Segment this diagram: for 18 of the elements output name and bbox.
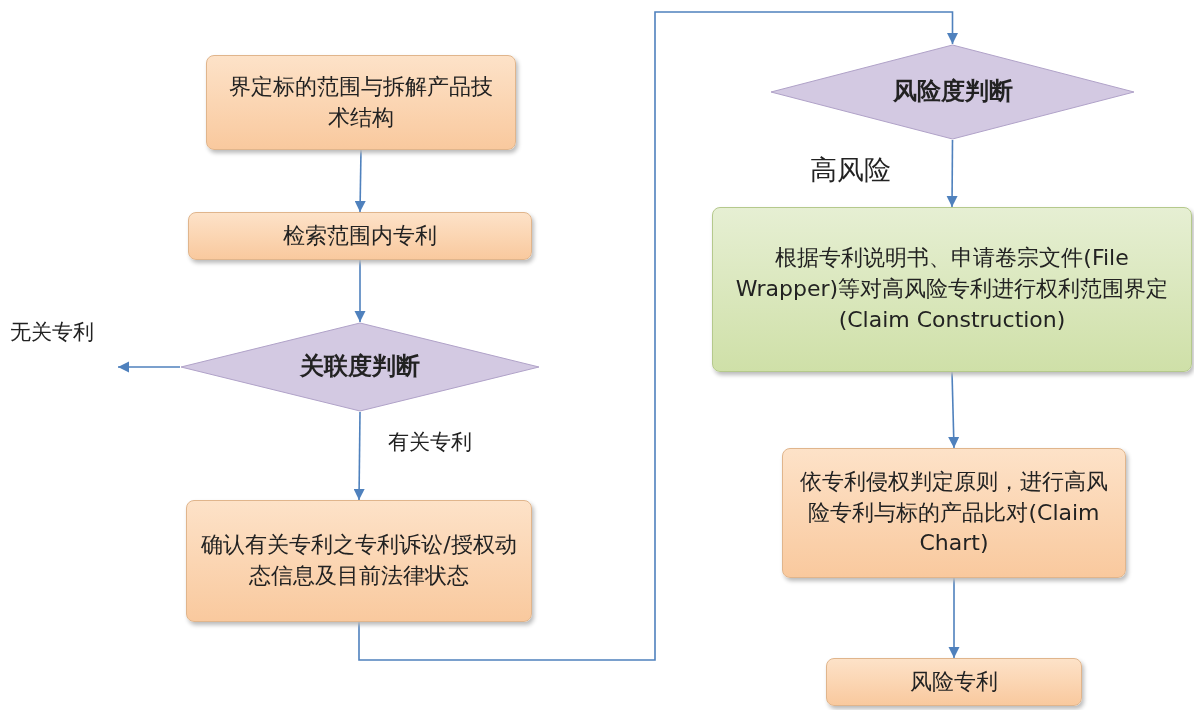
arrow	[354, 149, 366, 213]
arrow	[353, 411, 365, 501]
process-box: 检索范围内专利	[188, 212, 532, 260]
arrow	[354, 259, 366, 323]
arrow	[358, 11, 959, 661]
process-box: 确认有关专利之专利诉讼/授权动态信息及目前法律状态	[186, 500, 532, 622]
edge-label: 无关专利	[10, 318, 94, 346]
decision-diamond: 风险度判断	[770, 44, 1135, 140]
arrow	[117, 361, 181, 373]
process-box: 界定标的范围与拆解产品技术结构	[206, 55, 516, 150]
process-box: 根据专利说明书、申请卷宗文件(File Wrapper)等对高风险专利进行权利范围界定(Claim Construction)	[712, 207, 1192, 372]
arrow	[948, 371, 960, 449]
arrow	[946, 139, 958, 208]
arrow	[948, 577, 960, 659]
edge-label: 有关专利	[388, 428, 472, 456]
process-box: 依专利侵权判定原则，进行高风险专利与标的产品比对(Claim Chart)	[782, 448, 1126, 578]
decision-diamond: 关联度判断	[180, 322, 540, 412]
process-box: 风险专利	[826, 658, 1082, 706]
